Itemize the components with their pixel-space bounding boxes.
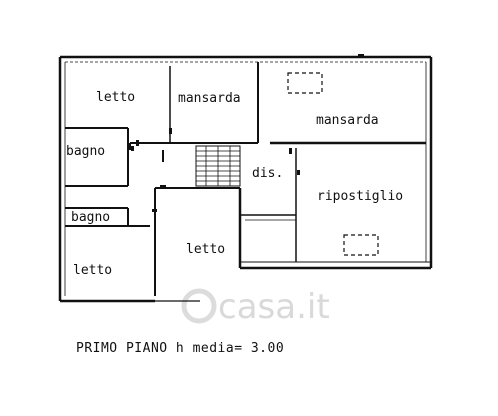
staircase <box>195 145 241 187</box>
room-label-dis: dis. <box>252 166 283 181</box>
room-label-letto-bottom: letto <box>73 263 112 278</box>
watermark: casa.it <box>181 287 330 327</box>
wall-marks <box>131 54 364 212</box>
skylight-mansarda <box>287 72 323 94</box>
watermark-logo-icon <box>181 288 217 324</box>
skylight-ripostiglio <box>343 234 379 256</box>
room-label-letto-center: letto <box>186 242 225 257</box>
room-label-ripostiglio: ripostiglio <box>317 189 403 204</box>
room-label-bagno-top: bagno <box>66 144 105 159</box>
room-label-mansarda-left: mansarda <box>178 91 241 106</box>
watermark-text: casa.it <box>218 287 330 327</box>
interior-walls <box>65 62 426 296</box>
outer-walls <box>58 55 433 303</box>
plan-caption: PRIMO PIANO h media= 3.00 <box>76 341 284 356</box>
room-label-letto-top: letto <box>96 90 135 105</box>
room-label-mansarda-right: mansarda <box>316 113 379 128</box>
room-label-bagno-bottom: bagno <box>71 210 110 225</box>
